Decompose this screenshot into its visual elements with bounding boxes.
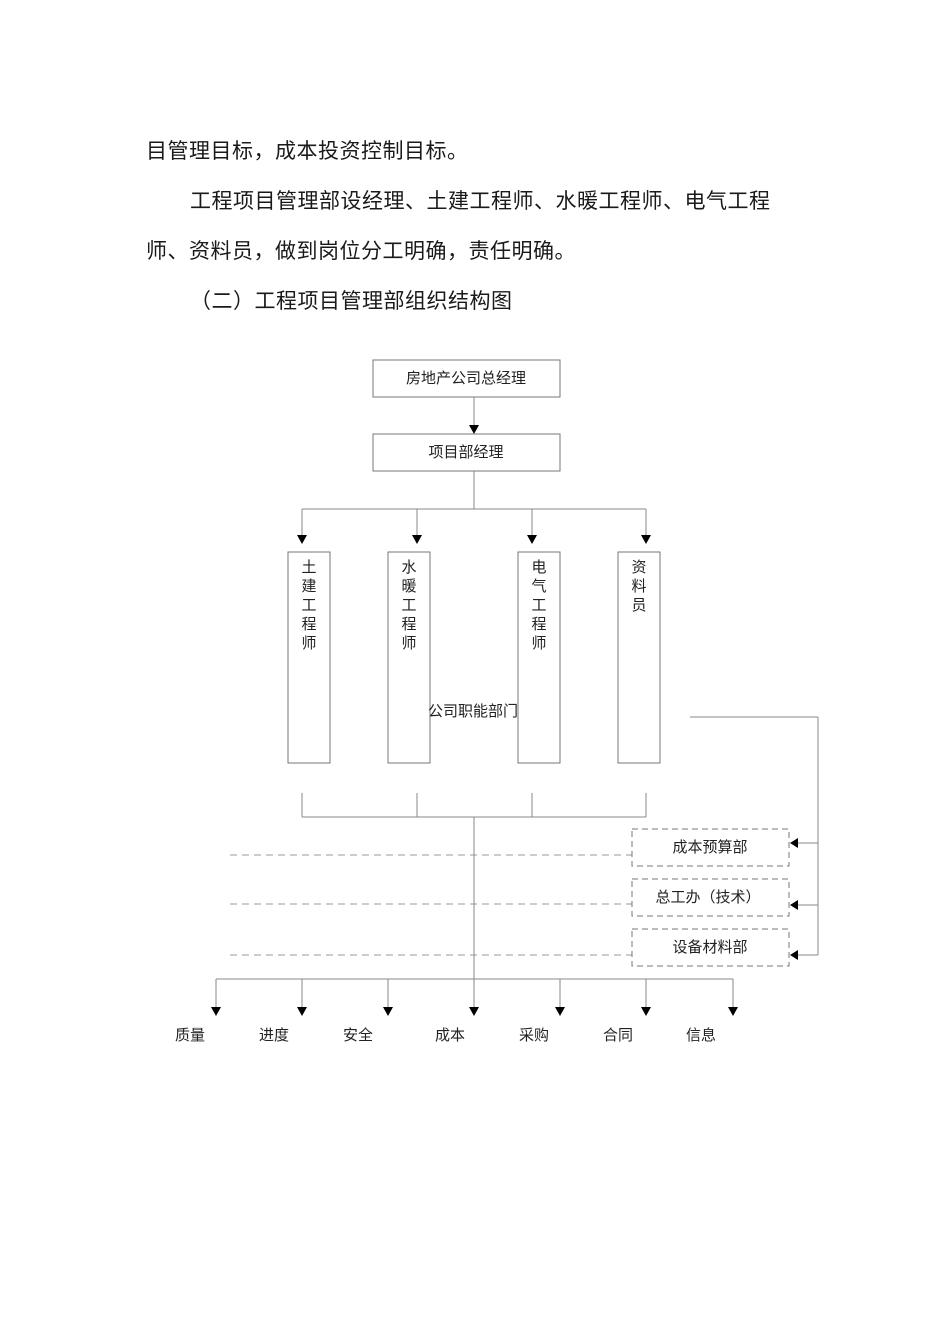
dept-box-cost <box>631 828 790 867</box>
output-label: 质量 <box>175 1026 205 1044</box>
output-label: 合同 <box>603 1026 633 1044</box>
body-paragraph-2: 工程项目管理部设经理、土建工程师、水暖工程师、电气工程 <box>190 189 771 213</box>
dept-box-materials-label: 设备材料部 <box>672 938 747 956</box>
manager-box <box>372 433 561 472</box>
dept-box-cost-label: 成本预算部 <box>672 838 747 856</box>
output-label: 信息 <box>686 1026 716 1044</box>
output-arrow <box>555 1007 565 1016</box>
dept-box-materials <box>631 928 790 967</box>
section-heading: （二）工程项目管理部组织结构图 <box>190 289 513 313</box>
output-arrow <box>383 1007 393 1016</box>
output-label: 进度 <box>259 1026 289 1044</box>
body-paragraph-1: 目管理目标，成本投资控制目标。 <box>146 139 469 163</box>
output-arrow <box>469 1007 479 1016</box>
body-paragraph-3: 师、资料员，做到岗位分工明确，责任明确。 <box>146 239 576 263</box>
output-arrow <box>641 1007 651 1016</box>
output-arrow <box>211 1007 221 1016</box>
dept-label: 公司职能部门 <box>428 702 518 720</box>
dept-box-tech <box>631 878 790 917</box>
engineer-box-civil <box>287 551 331 764</box>
engineer-label: 电气工程师 <box>531 558 546 652</box>
output-label: 安全 <box>343 1026 373 1044</box>
engineer-label: 土建工程师 <box>301 558 316 652</box>
dept-box-tech-label: 总工办（技术） <box>655 888 760 906</box>
engineer-box-records <box>617 551 661 764</box>
output-arrow <box>297 1007 307 1016</box>
top-box-label: 房地产公司总经理 <box>406 369 526 387</box>
engineer-box-electrical <box>517 551 561 764</box>
manager-box-label: 项目部经理 <box>428 443 503 461</box>
engineer-label: 资料员 <box>631 558 646 614</box>
engineer-box-hvac <box>387 551 431 764</box>
output-label: 采购 <box>519 1026 549 1044</box>
output-label: 成本 <box>435 1026 465 1044</box>
engineer-label: 水暖工程师 <box>401 558 416 652</box>
top-box <box>372 359 561 398</box>
output-arrow <box>728 1007 738 1016</box>
